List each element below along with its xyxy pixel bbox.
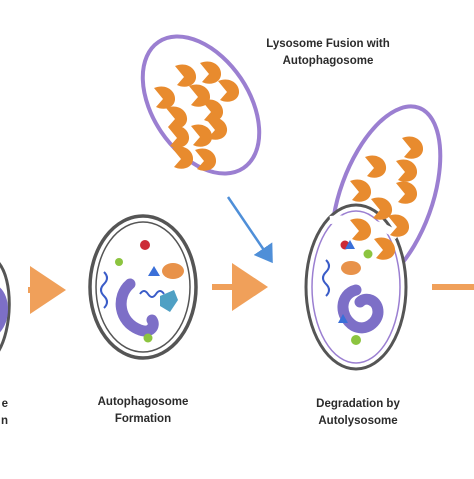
lysosome — [140, 34, 262, 176]
green-dot — [363, 249, 373, 259]
green-dot — [351, 335, 361, 345]
blue-triangle — [148, 266, 160, 276]
fusion-label-line1: Lysosome Fusion with — [266, 38, 390, 50]
protein-fold-icon — [0, 287, 8, 333]
blue-triangle — [338, 314, 348, 323]
protein-fold-icon — [337, 284, 384, 334]
nucleic-acid-strand-icon — [322, 259, 330, 297]
mitochondrion-icon — [162, 263, 184, 279]
formation-label-line1: Autophagosome — [97, 396, 189, 408]
organelle-fragment-icon — [160, 290, 178, 312]
blue-triangle — [345, 240, 355, 249]
nucleic-acid-strand-icon — [139, 290, 165, 298]
left-label-line2: n — [0, 415, 8, 427]
green-dot — [143, 333, 153, 343]
fusion-label-line2: Autophagosome — [282, 55, 374, 67]
autolysosome — [304, 104, 443, 371]
nucleic-acid-strand-icon — [100, 271, 108, 309]
degradation-label-line2: Autolysosome — [318, 415, 398, 427]
formation-label-line2: Formation — [114, 413, 172, 425]
degradation-label-line1: Degradation by — [316, 398, 400, 410]
green-dot — [115, 258, 123, 266]
mitochondrion-icon — [341, 261, 361, 275]
protein-fold-icon — [115, 278, 159, 337]
partial-cell-left — [0, 262, 11, 352]
autophagosome — [88, 214, 198, 360]
partial-membrane — [0, 262, 11, 352]
blue-arrow-icon — [226, 196, 273, 264]
left-label-line1: e — [1, 398, 8, 410]
red-dot — [140, 240, 150, 250]
